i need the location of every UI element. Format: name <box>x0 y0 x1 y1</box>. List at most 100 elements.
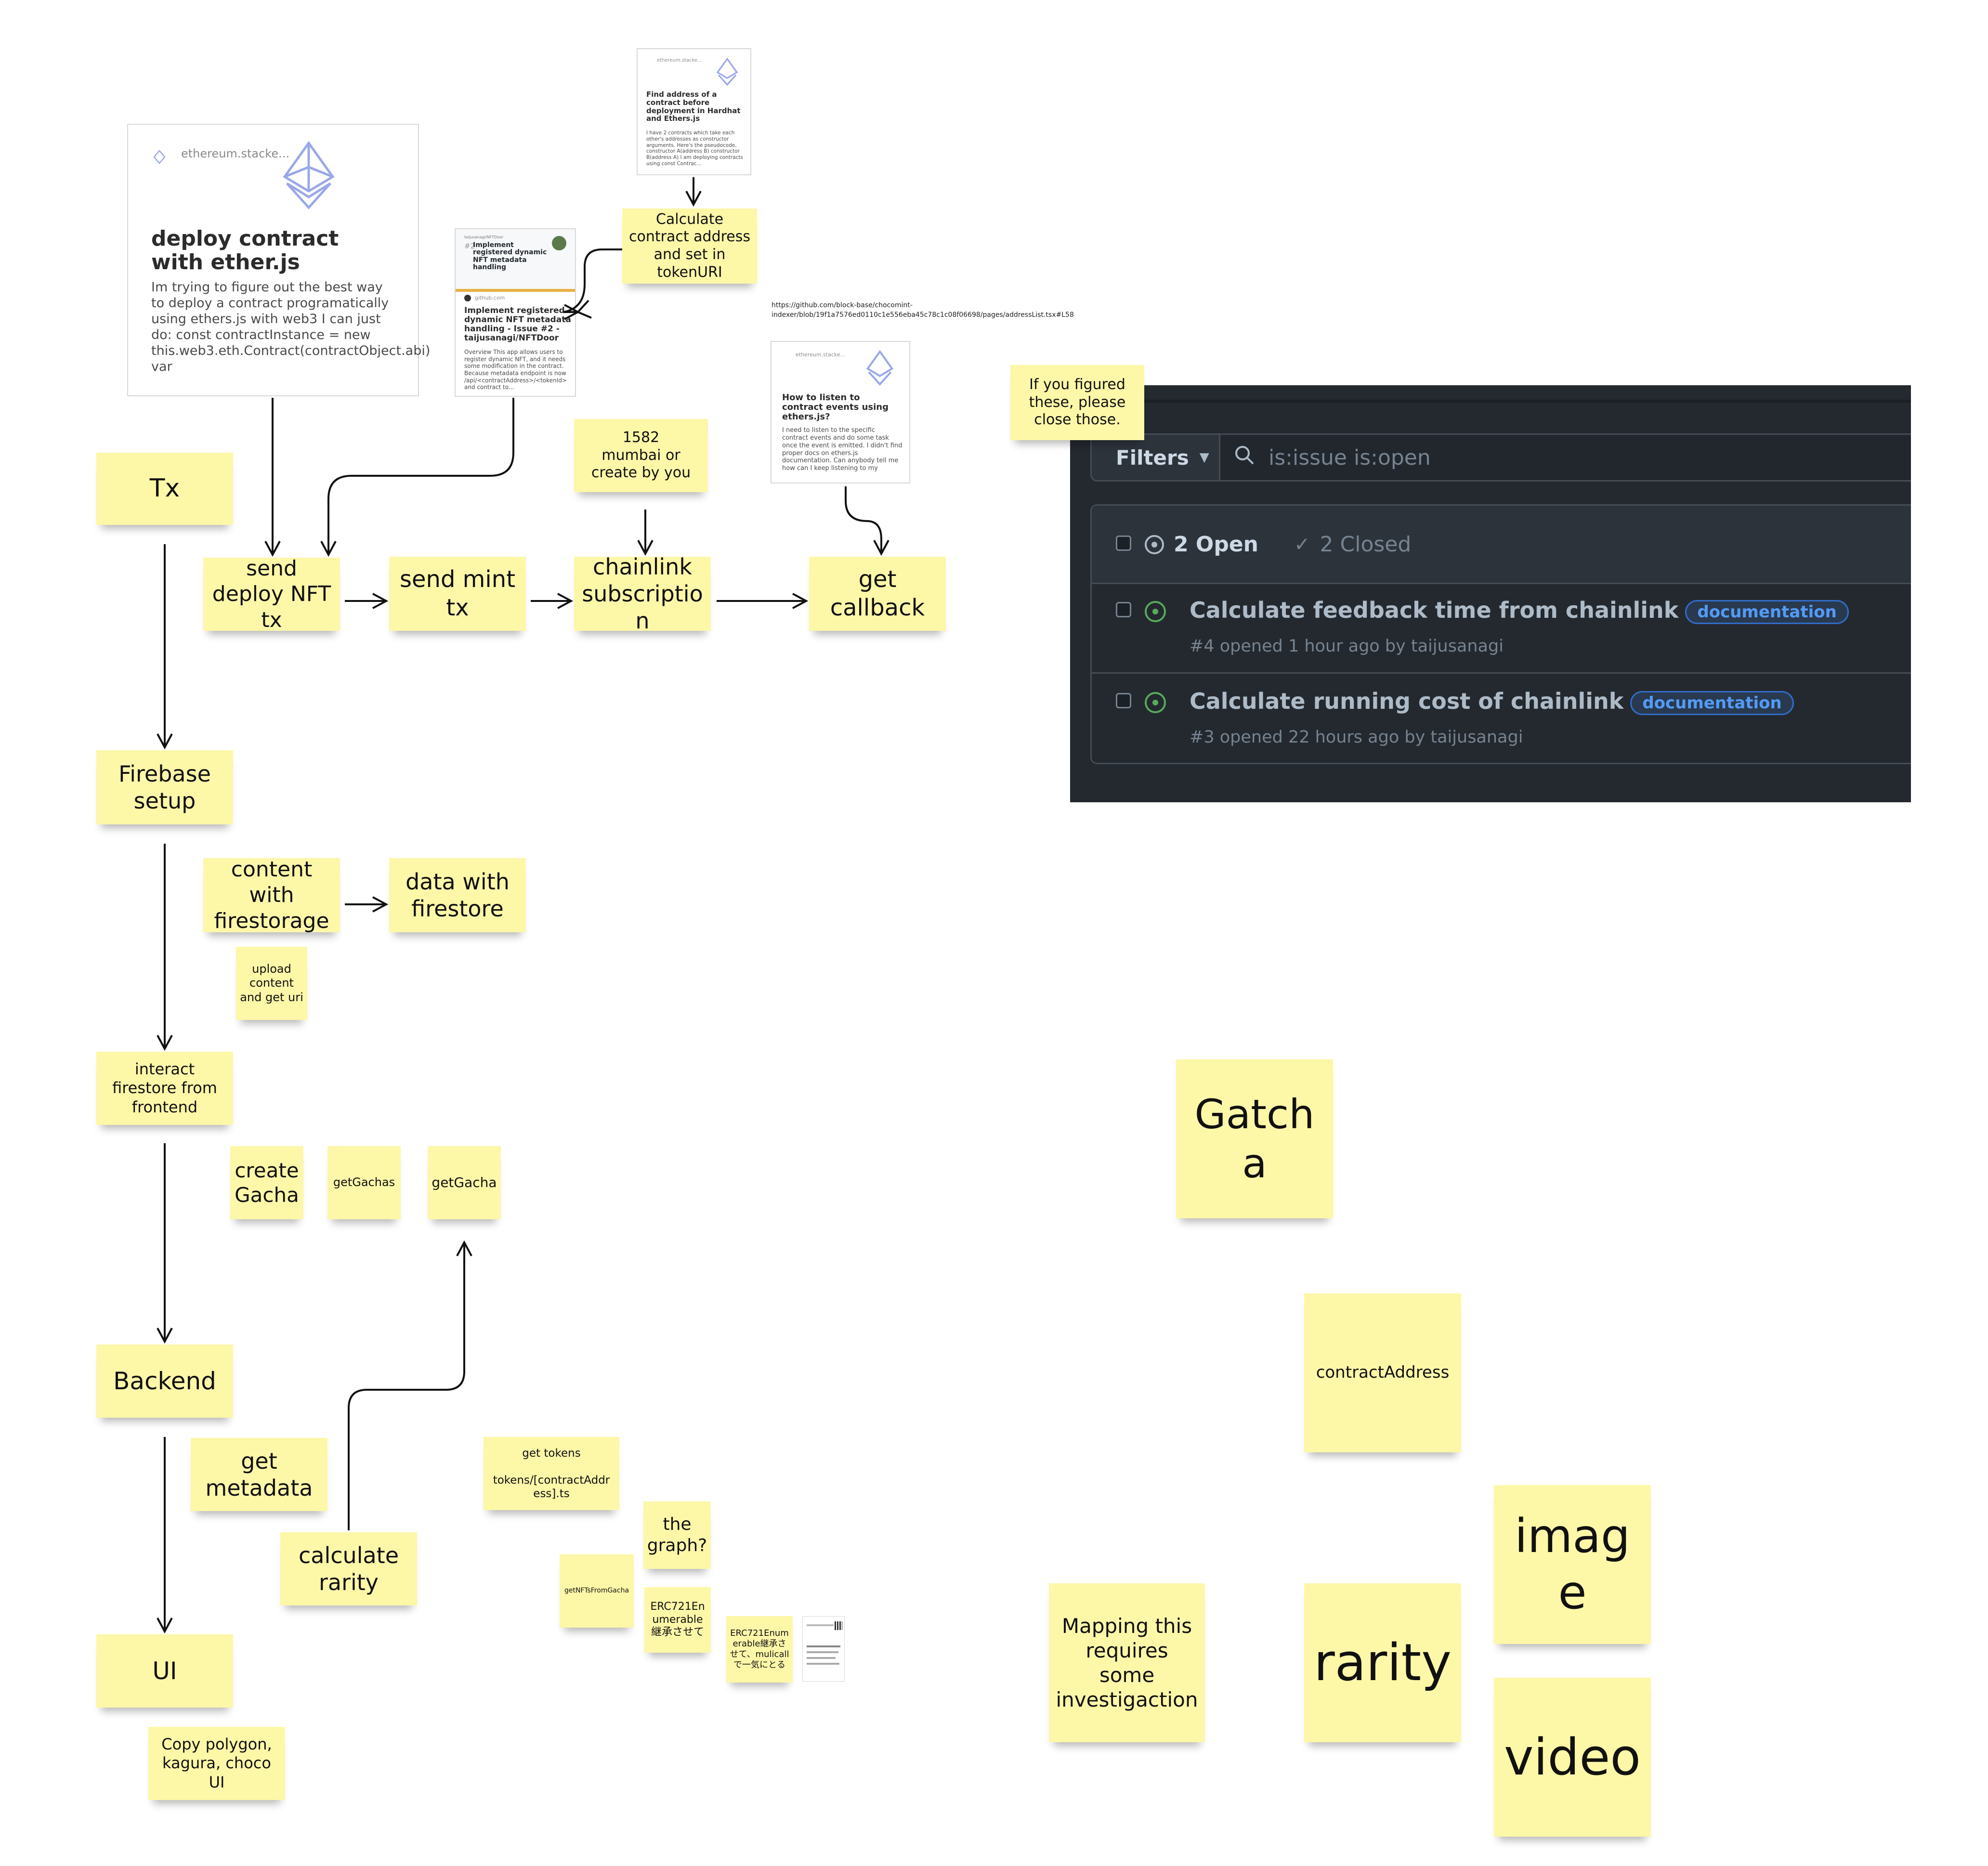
note-data-firestore[interactable]: data with firestore <box>389 858 526 932</box>
filters-label: Filters <box>1116 445 1189 470</box>
note-mapping-investigation[interactable]: Mapping this requires some investigactio… <box>1049 1583 1205 1742</box>
note-contract-address[interactable]: contractAddress <box>1304 1293 1461 1452</box>
tiny-card-line <box>807 1645 840 1647</box>
issue-label[interactable]: documentation <box>1630 691 1794 715</box>
github-icon <box>464 295 471 301</box>
note-tx[interactable]: Tx <box>96 453 233 525</box>
issue-checkbox[interactable] <box>1116 693 1131 708</box>
note-erc721-enumerable[interactable]: ERC721Enumerable継承させて <box>644 1587 711 1653</box>
closed-count: 2 Closed <box>1320 532 1412 557</box>
tiny-card-line <box>807 1651 838 1653</box>
note-backend[interactable]: Backend <box>96 1344 233 1418</box>
card-description: I have 2 contracts which take each other… <box>646 130 743 167</box>
issues-list: 2 Open ✓ 2 Closed Calculate feedback tim… <box>1090 504 1911 764</box>
link-card-github-issue[interactable]: taijusanagi/NFTDoor #2 Implement registe… <box>455 228 576 397</box>
issues-list-header: 2 Open ✓ 2 Closed <box>1092 506 1911 584</box>
note-get-gachas[interactable]: getGachas <box>327 1146 401 1219</box>
issue-meta: #3 opened 22 hours ago by taijusanagi <box>1190 728 1523 747</box>
issue-meta: #4 opened 1 hour ago by taijusanagi <box>1190 637 1504 656</box>
note-image[interactable]: image <box>1494 1485 1651 1644</box>
issue-opened-icon <box>1145 535 1164 554</box>
preview-title: Implement registered dynamic NFT metadat… <box>473 241 547 272</box>
ethereum-logo-icon <box>864 350 896 388</box>
card-description: Overview This app allows users to regist… <box>464 349 567 391</box>
site-icon <box>152 150 167 164</box>
select-all-checkbox[interactable] <box>1116 535 1131 551</box>
note-erc721-multicall[interactable]: ERC721Enumerable継承させて、mulicallで一気にとる <box>726 1616 793 1683</box>
tiny-card-line <box>807 1663 839 1665</box>
caret-down-icon: ▼ <box>1199 450 1209 465</box>
preview-repo: taijusanagi/NFTDoor <box>464 235 504 239</box>
issue-checkbox[interactable] <box>1116 602 1131 617</box>
tiny-card-line <box>807 1624 834 1626</box>
card-description: Im trying to figure out the best way to … <box>151 280 431 374</box>
issue-open-icon <box>1145 601 1166 622</box>
note-content-firestorage[interactable]: content with firestorage <box>203 857 340 933</box>
note-send-mint[interactable]: send mint tx <box>389 557 526 631</box>
note-get-tokens[interactable]: get tokens tokens/[contractAddress].ts <box>484 1437 619 1510</box>
note-copy-polygon[interactable]: Copy polygon, kagura, choco UI <box>148 1727 285 1800</box>
card-site: ethereum.stacke... <box>181 147 289 160</box>
issue-search-input[interactable]: is:issue is:open <box>1219 433 1911 482</box>
link-card-find-address[interactable]: ethereum.stacke... Find address of a con… <box>637 48 751 175</box>
issue-title-text: Calculate feedback time from chainlink <box>1190 597 1679 623</box>
note-send-deploy[interactable]: send deploy NFT tx <box>203 556 340 632</box>
note-upload-content[interactable]: upload content and get uri <box>236 947 307 1020</box>
arrowhead-calc-to-github <box>576 300 592 319</box>
closed-issues-tab[interactable]: ✓ 2 Closed <box>1294 532 1411 557</box>
issue-title-text: Calculate running cost of chainlink <box>1190 688 1624 714</box>
card-site: github.com <box>475 295 505 301</box>
ethereum-logo-icon <box>715 57 740 89</box>
note-firebase-setup[interactable]: Firebase setup <box>96 750 233 824</box>
github-url-text[interactable]: https://github.com/block-base/chocomint-… <box>772 301 1074 319</box>
note-get-callback[interactable]: get callback <box>809 557 946 631</box>
note-get-metadata[interactable]: get metadata <box>191 1438 327 1511</box>
filters-button[interactable]: Filters ▼ <box>1090 433 1220 482</box>
arrow-calc-to-github-card <box>563 248 622 312</box>
tiny-link-card[interactable] <box>802 1616 845 1682</box>
arrow-github-card-to-send-deploy <box>328 398 514 555</box>
issue-label[interactable]: documentation <box>1685 600 1849 624</box>
note-get-gacha[interactable]: getGacha <box>428 1146 501 1219</box>
card-title: Implement registered dynamic NFT metadat… <box>464 306 571 343</box>
note-mumbai[interactable]: 1582 mumbai or create by you <box>574 419 708 492</box>
card-site: ethereum.stacke... <box>796 352 846 358</box>
qr-code-icon <box>835 1621 842 1630</box>
tiny-card-line <box>807 1657 836 1659</box>
note-the-graph[interactable]: the graph? <box>643 1501 711 1569</box>
card-site: ethereum.stacke... <box>657 58 702 63</box>
note-video[interactable]: video <box>1494 1678 1651 1837</box>
arrow-rarity-to-get-gacha <box>348 1242 464 1530</box>
open-issues-tab[interactable]: 2 Open <box>1145 532 1258 557</box>
card-title: How to listen to contract events using e… <box>782 392 889 422</box>
note-calc-contract-address[interactable]: Calculate contract address and set in to… <box>622 209 757 284</box>
search-icon <box>1234 444 1255 471</box>
card-title: Find address of a contract before deploy… <box>646 90 741 123</box>
preview-hash: #2 <box>464 242 475 250</box>
note-ui[interactable]: UI <box>96 1634 233 1708</box>
arrow-listen-card-to-callback <box>845 486 881 554</box>
link-card-listen-events[interactable]: ethereum.stacke... How to listen to cont… <box>771 341 910 483</box>
issue-open-icon <box>1145 692 1166 713</box>
github-preview-header: taijusanagi/NFTDoor #2 Implement registe… <box>456 229 575 292</box>
link-card-deploy-contract[interactable]: ethereum.stacke... deploy contract with … <box>127 124 431 396</box>
note-interact-firestore[interactable]: interact firestore from frontend <box>96 1052 233 1125</box>
open-count: 2 Open <box>1174 532 1258 557</box>
search-value: is:issue is:open <box>1269 445 1431 470</box>
note-calculate-rarity[interactable]: calculate rarity <box>280 1532 417 1605</box>
note-chainlink-subscription[interactable]: chainlink subscription <box>574 554 711 634</box>
note-get-nfts-from-gacha[interactable]: getNFTsFromGacha <box>560 1554 634 1628</box>
card-title: deploy contract with ether.js <box>151 226 339 275</box>
note-if-figured[interactable]: If you figured these, please close those… <box>1010 365 1144 440</box>
avatar <box>552 236 566 250</box>
note-gatcha[interactable]: Gatcha <box>1176 1059 1333 1218</box>
card-description: I need to listen to the specific contrac… <box>782 427 902 472</box>
note-rarity[interactable]: rarity <box>1304 1583 1461 1742</box>
ethereum-logo-icon <box>277 139 340 213</box>
note-create-gacha[interactable]: create Gacha <box>230 1146 303 1219</box>
